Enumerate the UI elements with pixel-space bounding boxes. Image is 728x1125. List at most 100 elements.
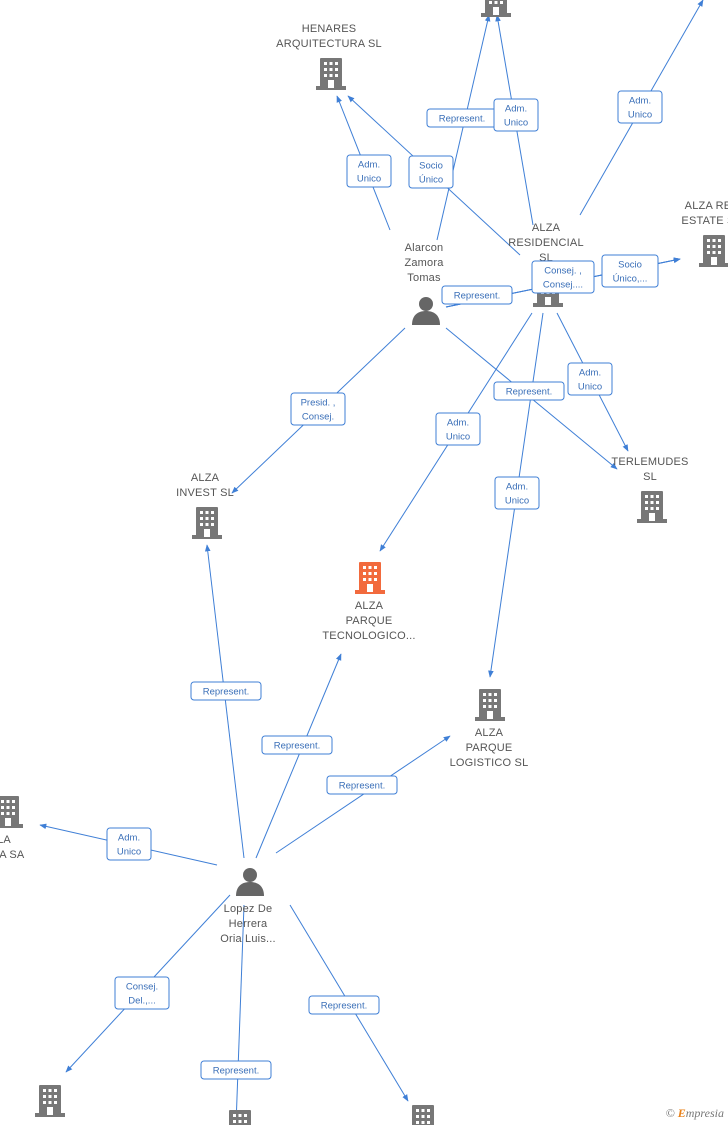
building-icon <box>192 507 222 539</box>
edge-label-text: Adm.Unico <box>505 482 529 507</box>
edge-label-text: Adm.Unico <box>578 368 602 393</box>
edge-label-text: Represent. <box>339 781 385 792</box>
brand-name: mpresia <box>685 1106 724 1120</box>
edge-label-text: Adm.Unico <box>504 104 528 129</box>
edge-label[interactable]: Represent. <box>190 681 262 701</box>
edge-label[interactable]: Adm.Unico <box>435 412 481 446</box>
edge-label-text: Adm.Unico <box>117 833 141 858</box>
edge-label[interactable]: Consej. ,Consej.... <box>531 260 595 294</box>
edge-label-text: Consej. ,Consej.... <box>543 266 583 291</box>
edge-label-box <box>617 90 663 124</box>
edge-label-box <box>493 98 539 132</box>
edge-label[interactable]: Represent. <box>200 1060 272 1080</box>
edge-label-box <box>567 362 613 396</box>
person-icon <box>412 297 440 325</box>
edge-label[interactable]: Represent. <box>261 735 333 755</box>
edge-label-text: Adm.Unico <box>446 418 470 443</box>
edge-label-box <box>200 1060 272 1080</box>
company-node[interactable] <box>35 1085 65 1117</box>
edge-label[interactable]: Adm.Unico <box>494 476 540 510</box>
company-node[interactable] <box>225 1110 255 1125</box>
company-node[interactable] <box>481 0 511 17</box>
person-icon <box>236 868 264 896</box>
edge-label-box <box>435 412 481 446</box>
edge-label-box <box>308 995 380 1015</box>
edge-label-text: Represent. <box>203 687 249 698</box>
edge-label-text: Represent. <box>274 741 320 752</box>
edge-label[interactable]: Adm.Unico <box>106 827 152 861</box>
edge-label[interactable]: Represent. <box>326 775 398 795</box>
company-node[interactable]: LAANA SA <box>0 796 25 861</box>
building-icon <box>0 796 23 828</box>
edge-line <box>204 544 245 859</box>
building-icon <box>35 1085 65 1117</box>
edge-label-box <box>326 775 398 795</box>
edge-label-text: Presid. ,Consej. <box>301 398 336 423</box>
edge-label-box <box>408 155 454 189</box>
edge-label-box <box>494 476 540 510</box>
edge-label[interactable]: Represent. <box>426 108 498 128</box>
edge-label-box <box>114 976 170 1010</box>
building-icon <box>355 562 385 594</box>
brand-initial: E <box>677 1106 686 1120</box>
edge-label[interactable]: Presid. ,Consej. <box>290 392 346 426</box>
edge-label-text: Consej.Del.,... <box>126 982 158 1007</box>
edge-label-text: Represent. <box>439 114 485 125</box>
edge-label[interactable]: Adm.Unico <box>567 362 613 396</box>
edge-label-box <box>601 254 659 288</box>
edge-label-box <box>531 260 595 294</box>
edge-label-box <box>190 681 262 701</box>
edge-label-text: Adm.Unico <box>628 96 652 121</box>
edge-label[interactable]: Represent. <box>441 285 513 305</box>
company-node[interactable] <box>408 1105 438 1125</box>
building-icon <box>316 58 346 90</box>
building-icon <box>408 1105 438 1125</box>
edge-label[interactable]: Represent. <box>493 381 565 401</box>
edge-label[interactable]: Represent. <box>308 995 380 1015</box>
node-label: LAANA SA <box>0 834 25 861</box>
edge-label-text: Adm.Unico <box>357 160 381 185</box>
building-icon <box>481 0 511 17</box>
edge-label-text: Represent. <box>506 387 552 398</box>
edge-label-text: Represent. <box>454 291 500 302</box>
building-icon <box>637 491 667 523</box>
building-icon <box>225 1110 255 1125</box>
edge-label[interactable]: Adm.Unico <box>346 154 392 188</box>
copyright-symbol: © <box>665 1106 675 1120</box>
edge-label[interactable]: Adm.Unico <box>617 90 663 124</box>
edge-label-text: Represent. <box>321 1001 367 1012</box>
edge-label-box <box>290 392 346 426</box>
empresia-logo: © Empresia <box>666 1106 724 1121</box>
building-icon <box>699 235 728 267</box>
edge-label-box <box>261 735 333 755</box>
edge-line <box>233 904 245 1125</box>
edge-label-box <box>346 154 392 188</box>
edge-label-box <box>106 827 152 861</box>
edge-label[interactable]: Consej.Del.,... <box>114 976 170 1010</box>
edge-label[interactable]: Adm.Unico <box>493 98 539 132</box>
edge-label-text: Represent. <box>213 1066 259 1077</box>
edge-line <box>255 653 342 859</box>
